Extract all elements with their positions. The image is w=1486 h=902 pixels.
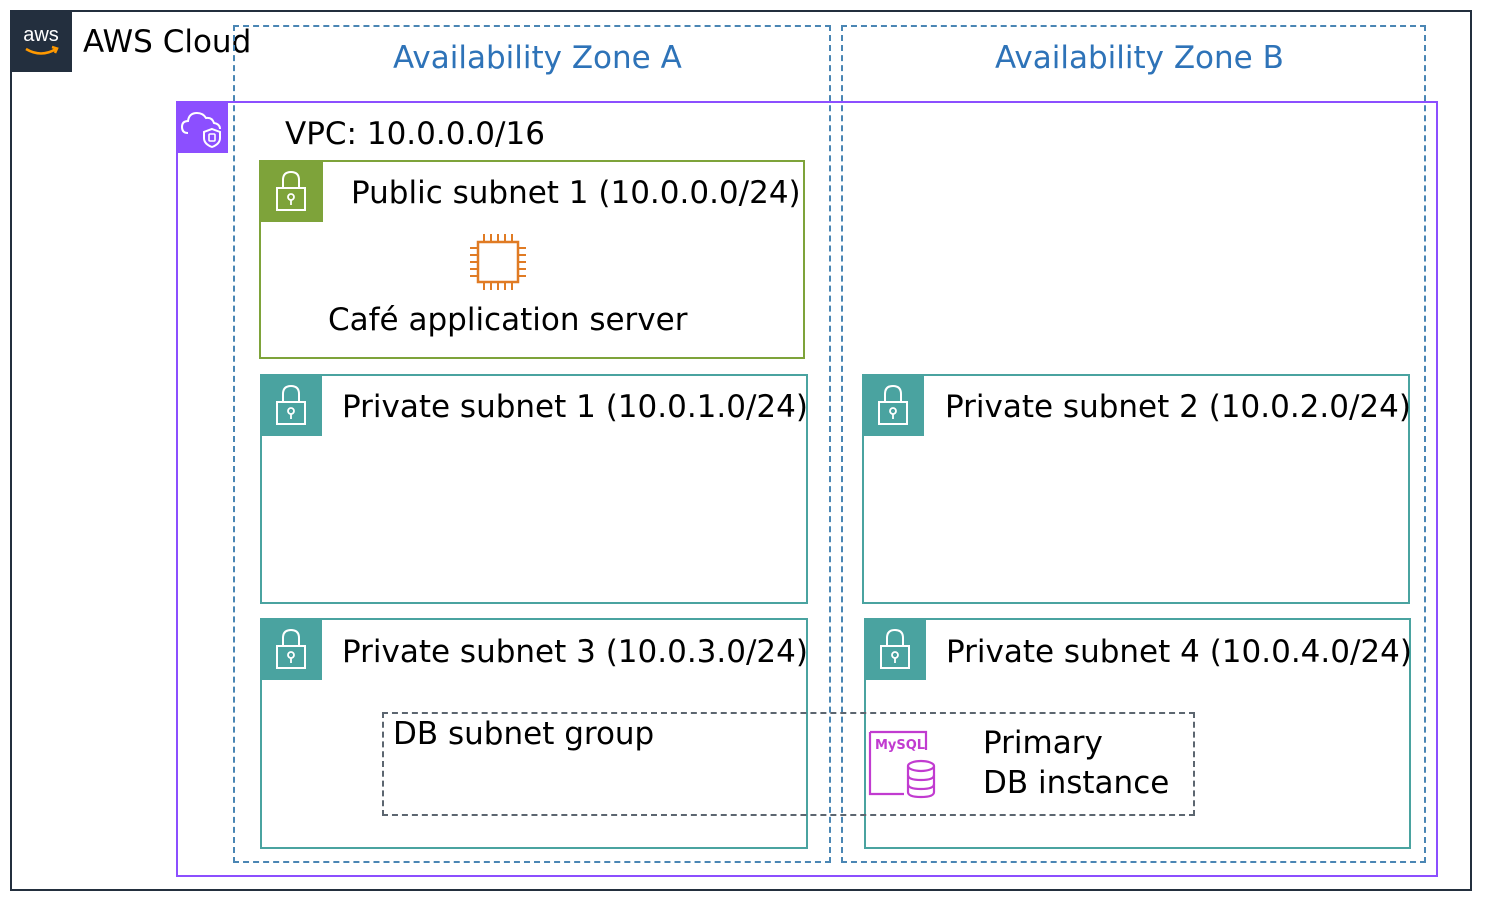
availability-zone-a bbox=[233, 25, 831, 863]
lock-icon bbox=[260, 618, 322, 680]
aws-cloud-label: AWS Cloud bbox=[83, 24, 252, 60]
private-subnet-1 bbox=[260, 374, 808, 604]
lock-icon bbox=[862, 374, 924, 436]
availability-zone-a-label: Availability Zone A bbox=[393, 40, 682, 76]
vpc-label: VPC: 10.0.0.0/16 bbox=[285, 116, 545, 152]
public-subnet-1 bbox=[259, 160, 805, 359]
aws-logo-text: aws bbox=[23, 24, 59, 46]
availability-zone-b-label: Availability Zone B bbox=[995, 40, 1284, 76]
aws-logo-icon: aws bbox=[10, 10, 72, 72]
private-subnet-1-label: Private subnet 1 (10.0.1.0/24) bbox=[342, 389, 808, 425]
mysql-icon-text: MySQL bbox=[875, 738, 925, 753]
private-subnet-2 bbox=[862, 374, 1410, 604]
vpc-cloud-shield-icon bbox=[176, 101, 228, 153]
private-subnet-2-label: Private subnet 2 (10.0.2.0/24) bbox=[945, 389, 1411, 425]
public-subnet-1-label: Public subnet 1 (10.0.0.0/24) bbox=[351, 175, 801, 211]
lock-icon bbox=[260, 374, 322, 436]
db-instance-label-line2: DB instance bbox=[983, 765, 1170, 801]
aws-cloud-boundary bbox=[10, 10, 1472, 891]
db-instance-label-line1: Primary bbox=[983, 725, 1103, 761]
private-subnet-3-label: Private subnet 3 (10.0.3.0/24) bbox=[342, 634, 808, 670]
mysql-database-icon: MySQL bbox=[866, 728, 940, 800]
lock-icon bbox=[259, 160, 323, 222]
db-subnet-group-label: DB subnet group bbox=[393, 716, 655, 752]
private-subnet-3 bbox=[260, 618, 808, 849]
ec2-chip-icon bbox=[467, 232, 529, 292]
availability-zone-b bbox=[841, 25, 1426, 863]
private-subnet-4 bbox=[864, 618, 1411, 849]
db-subnet-group bbox=[382, 712, 1195, 816]
lock-icon bbox=[864, 618, 926, 680]
cafe-application-server-label: Café application server bbox=[328, 302, 688, 338]
vpc-boundary bbox=[176, 101, 1438, 877]
private-subnet-4-label: Private subnet 4 (10.0.4.0/24) bbox=[946, 634, 1412, 670]
